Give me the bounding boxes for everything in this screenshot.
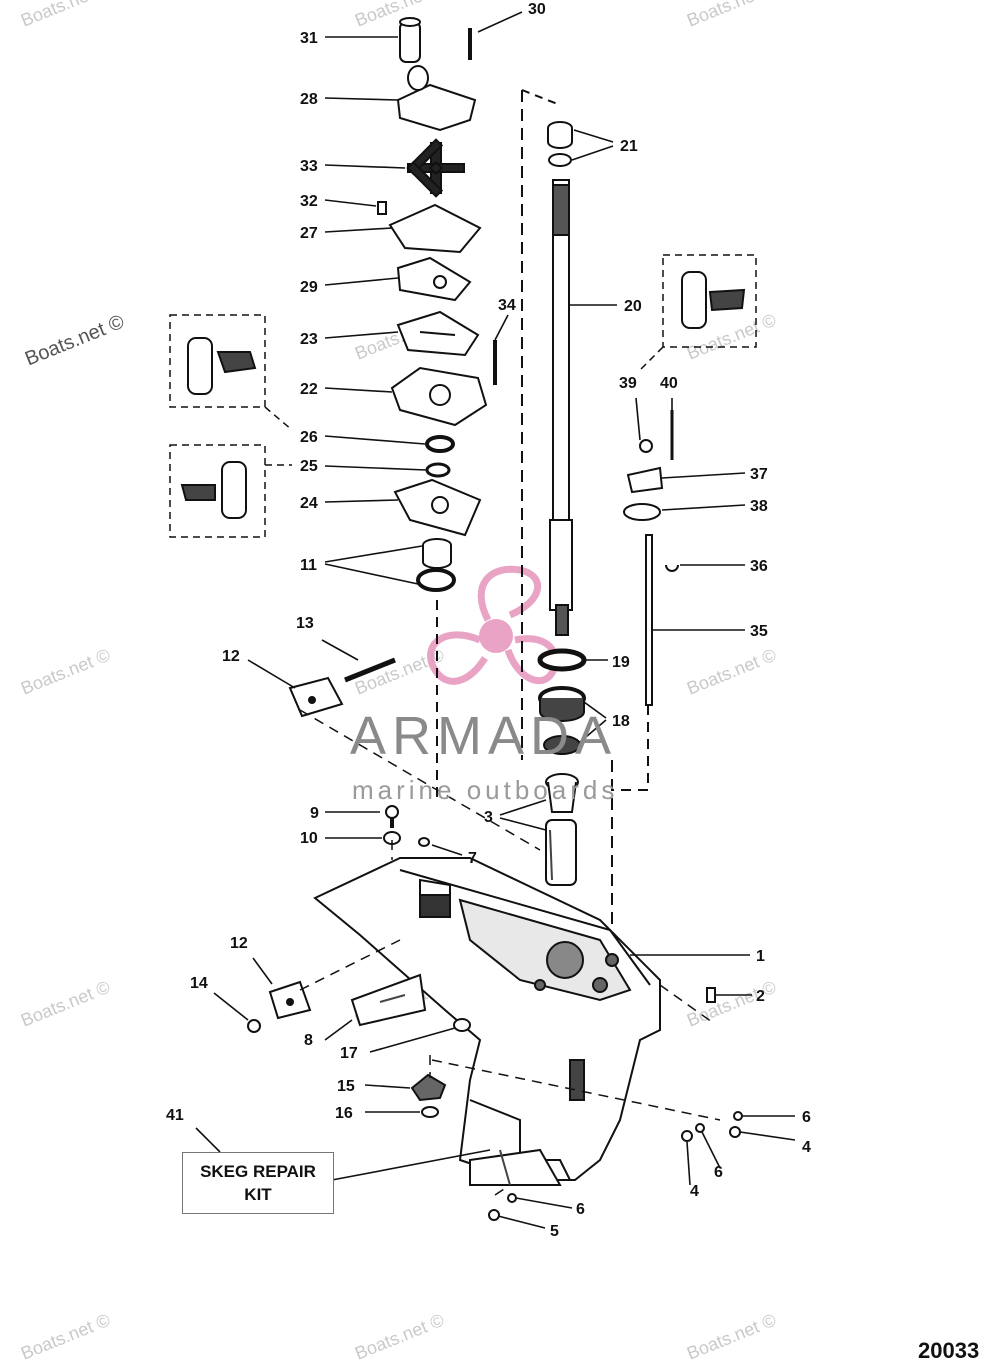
callout-6: 6 <box>802 1109 811 1126</box>
callout-18: 18 <box>612 713 630 730</box>
callout-33: 33 <box>300 158 318 175</box>
skeg-box-line1: SKEG REPAIR <box>200 1162 316 1181</box>
callout-6: 6 <box>576 1201 585 1218</box>
callout-4: 4 <box>802 1139 811 1156</box>
callout-38: 38 <box>750 498 768 515</box>
drive-shaft <box>521 89 613 930</box>
callout-17: 17 <box>340 1045 358 1062</box>
callout-29: 29 <box>300 279 318 296</box>
callout-8: 8 <box>304 1032 313 1049</box>
callout-1: 1 <box>756 948 765 965</box>
callout-16: 16 <box>335 1105 353 1122</box>
callout-24: 24 <box>300 495 318 512</box>
callout-6: 6 <box>714 1164 723 1181</box>
callout-34: 34 <box>498 297 516 314</box>
callout-11: 11 <box>300 557 317 574</box>
brand-name: ARMADA <box>350 706 618 766</box>
anodes <box>247 657 430 1033</box>
skeg-box-line2: KIT <box>244 1185 272 1204</box>
callout-9: 9 <box>310 805 319 822</box>
callout-28: 28 <box>300 91 318 108</box>
callout-26: 26 <box>300 429 318 446</box>
callout-19: 19 <box>612 654 630 671</box>
shift-rod <box>612 410 679 791</box>
callout-12: 12 <box>222 648 240 665</box>
callout-25: 25 <box>300 458 318 475</box>
callout-32: 32 <box>300 193 318 210</box>
callout-35: 35 <box>750 623 768 640</box>
callout-5: 5 <box>550 1223 559 1240</box>
callout-23: 23 <box>300 331 318 348</box>
leader-lines <box>195 11 796 1229</box>
figure-number: 20033 <box>918 1338 980 1363</box>
callout-40: 40 <box>660 375 678 392</box>
callout-20: 20 <box>624 298 642 315</box>
water-pump <box>377 17 497 800</box>
callout-27: 27 <box>300 225 318 242</box>
callout-31: 31 <box>300 30 318 47</box>
callout-21: 21 <box>620 138 638 155</box>
callout-30: 30 <box>528 1 546 18</box>
callout-3: 3 <box>484 809 493 826</box>
callout-4: 4 <box>690 1183 699 1200</box>
callout-37: 37 <box>750 466 768 483</box>
callout-7: 7 <box>468 850 477 867</box>
callout-41: 41 <box>166 1107 184 1124</box>
callout-numbers: 31 30 28 33 32 27 29 23 34 22 26 25 24 1… <box>166 1 811 1240</box>
callout-2: 2 <box>756 988 765 1005</box>
callout-14: 14 <box>190 975 208 992</box>
inset-boxes <box>169 254 757 538</box>
assembly-lines <box>299 709 721 1196</box>
skeg-repair-kit-box: SKEG REPAIR KIT <box>182 1152 334 1214</box>
inset-details <box>180 271 746 519</box>
callout-39: 39 <box>619 375 637 392</box>
callout-15: 15 <box>337 1078 355 1095</box>
brand-tagline: marine outboards <box>352 775 619 805</box>
gear-housing <box>313 857 743 1221</box>
callout-13: 13 <box>296 615 314 632</box>
callout-12: 12 <box>230 935 248 952</box>
callout-22: 22 <box>300 381 318 398</box>
callout-10: 10 <box>300 830 318 847</box>
callout-36: 36 <box>750 558 768 575</box>
